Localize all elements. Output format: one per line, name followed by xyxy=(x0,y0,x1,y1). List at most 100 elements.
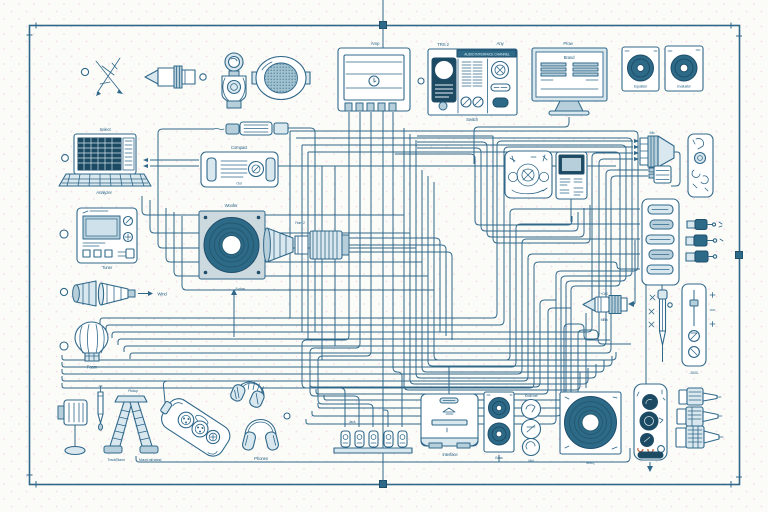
wire xyxy=(302,144,627,409)
wire xyxy=(181,216,434,291)
jack-row: Jack xyxy=(333,420,413,454)
speaker-tr-text: Evaluator xyxy=(677,85,691,89)
wire xyxy=(421,170,605,373)
sub-label: Sea q xyxy=(586,461,595,465)
interface-strip-text: AUDIO INTERFACE CHANNEL xyxy=(464,52,510,56)
trestle-label-right: Mount rail stand xyxy=(139,458,162,462)
wire xyxy=(392,112,403,427)
knob-column: Knob set Mid xyxy=(520,394,542,463)
wire-funnel: Mix xyxy=(639,131,681,187)
wire xyxy=(141,196,404,216)
connector-block xyxy=(648,165,672,184)
arrowheads xyxy=(143,158,148,168)
arrowhead xyxy=(231,289,237,295)
wire xyxy=(577,329,631,403)
knobcol-label-bottom: Mid xyxy=(528,459,533,463)
wire xyxy=(315,307,571,395)
wire xyxy=(563,323,610,410)
speaker-top-left: Equalizer xyxy=(621,46,660,92)
wire xyxy=(157,204,416,249)
wire xyxy=(111,152,633,338)
pencil-label: Pickup xyxy=(128,389,138,393)
mic-on-stand xyxy=(57,399,88,456)
wire xyxy=(149,200,410,234)
wire xyxy=(61,208,640,361)
wire xyxy=(105,146,633,331)
speaker-tower: Bass xyxy=(483,391,515,460)
wire xyxy=(415,140,597,379)
amp-label: Amp xyxy=(371,41,380,46)
wire xyxy=(135,448,631,463)
trestle-label-left: Track/Stand xyxy=(107,458,124,462)
bullet-label-bottom: MBa xyxy=(601,318,608,322)
dibox-label-top: Compact xyxy=(231,145,248,150)
speaker-top-right: Evaluator xyxy=(664,45,704,92)
horn-pair: Wind xyxy=(59,280,168,307)
wire xyxy=(61,238,640,375)
remote-controller xyxy=(160,398,231,457)
wire xyxy=(309,112,361,427)
wire xyxy=(473,117,570,164)
wire xyxy=(123,169,648,352)
rca-plug xyxy=(685,234,724,247)
inline-cable-connector xyxy=(213,121,289,136)
wire-harness xyxy=(61,0,663,484)
bullet-label-top: T+O/S xyxy=(598,292,608,296)
xlr-plug xyxy=(675,425,724,449)
xlr-plug xyxy=(676,406,723,427)
dibox-text xyxy=(220,160,248,178)
wire xyxy=(395,153,573,226)
headphones-label: Phones xyxy=(254,456,269,461)
balloon-label: Foam xyxy=(87,365,98,370)
audio-interface: TRS 2 Any AUDIO INTERFACE CHANNEL Switch xyxy=(417,41,518,122)
player-label: Interface xyxy=(442,452,458,457)
monitor-label: Prow xyxy=(563,41,573,46)
xlr-plug xyxy=(678,387,722,406)
xlr-plugs xyxy=(675,387,724,449)
laptop-label-bottom: Analyzer xyxy=(96,190,112,195)
knob-accent-panel xyxy=(633,383,668,472)
interface-label-bottom: Switch xyxy=(466,117,478,122)
knobcol-label-top: Knob set xyxy=(525,394,538,398)
wire xyxy=(129,175,648,359)
woofer-speaker: Woofer 8 ohm xyxy=(198,203,266,291)
wire xyxy=(290,130,639,425)
folded-headphones xyxy=(230,381,265,408)
laptop-label-top: Select xyxy=(99,127,111,132)
handheld-screen-device xyxy=(555,151,588,200)
dibox-label-bottom: Out xyxy=(236,182,241,186)
studio-microphone xyxy=(221,52,247,109)
ear-pad-driver xyxy=(251,55,311,101)
woofer-label-top: Woofer xyxy=(225,203,239,208)
wire xyxy=(427,176,613,367)
laptop: Select Analyzer xyxy=(58,127,152,195)
field-recorder: Tuner xyxy=(59,207,138,270)
pill-connector-panel xyxy=(641,198,680,286)
wire xyxy=(157,128,214,204)
jacks-label: Jack xyxy=(349,420,356,424)
wire xyxy=(348,244,447,336)
pencil-tool xyxy=(97,385,104,431)
speaker-tl-text: Equalizer xyxy=(634,85,648,89)
wire xyxy=(99,140,633,324)
jack-plug xyxy=(144,65,207,89)
amp-head: Amp xyxy=(337,41,411,112)
trestle-stand: Pickup Track/Stand Mount rail stand xyxy=(103,389,162,462)
woofer-label-bottom: 8 ohm xyxy=(236,287,245,291)
wire xyxy=(417,141,585,238)
rca-plug xyxy=(685,250,718,263)
slider-label: -3000- xyxy=(689,371,699,375)
recorder-label: Tuner xyxy=(102,265,113,270)
horn-driver-chain: Horn 2 xyxy=(263,221,350,263)
wire xyxy=(348,237,441,332)
wire xyxy=(317,112,374,427)
funnel-label: Mix xyxy=(650,131,655,135)
wire xyxy=(61,261,640,389)
wire xyxy=(383,409,389,427)
wire xyxy=(417,147,579,232)
compass-sketch xyxy=(80,57,123,96)
wire xyxy=(308,151,621,401)
interface-label-right: Any xyxy=(497,41,505,46)
